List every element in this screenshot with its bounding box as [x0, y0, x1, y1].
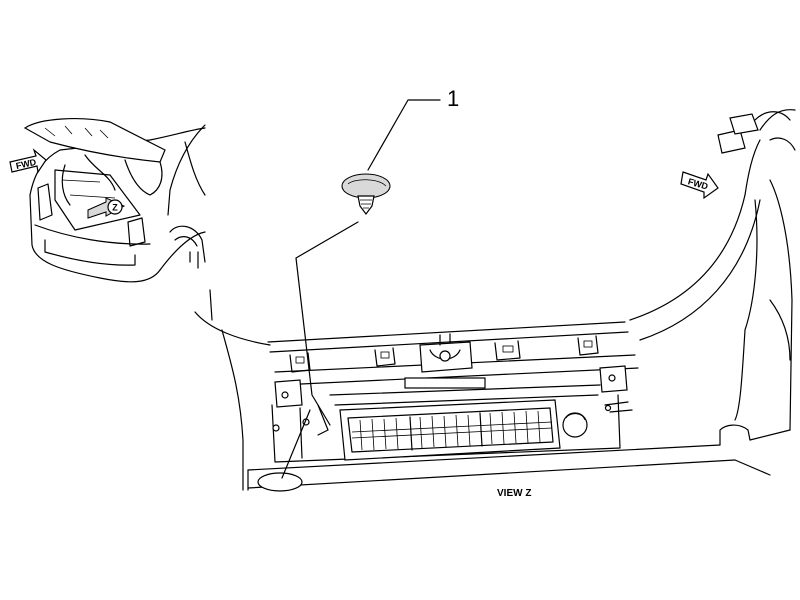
- callout-1-label: 1: [447, 86, 459, 111]
- installation-leader: [295, 221, 359, 426]
- callout-1-leader: [367, 99, 441, 171]
- inset-view-z-marker: Z: [112, 203, 118, 213]
- view-caption: VIEW Z: [497, 488, 531, 499]
- push-in-clip-part: [341, 173, 391, 215]
- mounting-pad: [257, 472, 303, 492]
- main-panel-view: FWD: [194, 109, 796, 492]
- vent-louvers: [351, 410, 553, 451]
- inset-vehicle-view: Z FWD: [9, 118, 206, 283]
- inset-fwd-label: FWD: [15, 157, 38, 171]
